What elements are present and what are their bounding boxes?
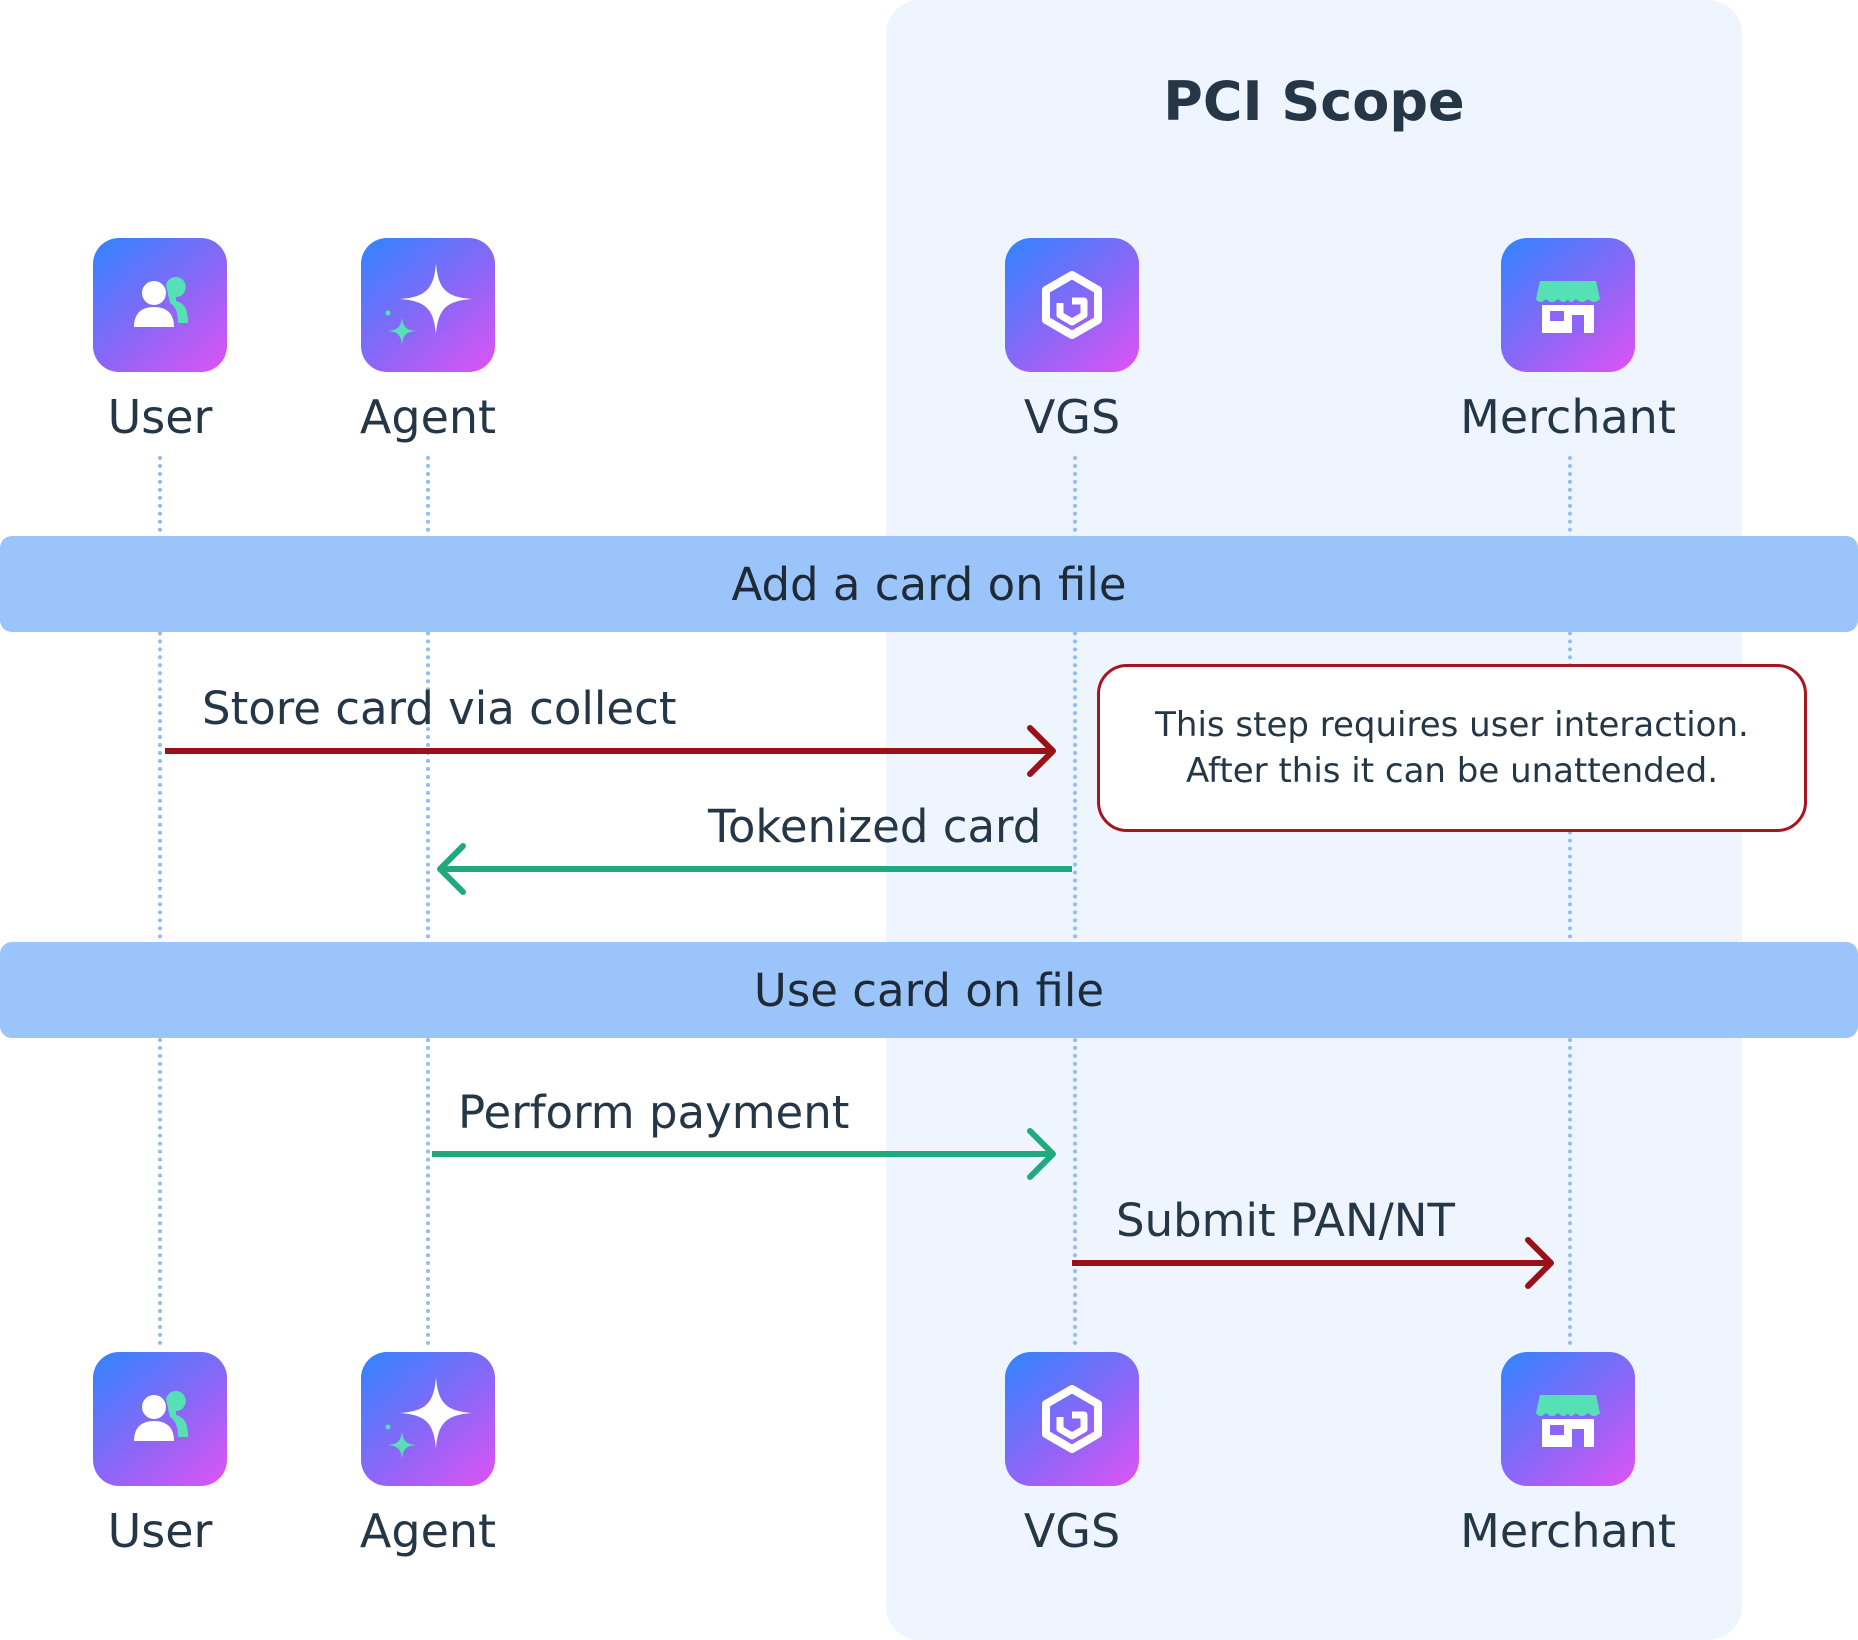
participant-label: Agent <box>359 390 497 444</box>
message-label-store-card: Store card via collect <box>202 682 677 735</box>
message-label-tokenized-card: Tokenized card <box>708 800 1042 853</box>
note-line: After this it can be unattended. <box>1185 751 1719 791</box>
lifeline-agent <box>426 456 430 1346</box>
participant-label: VGS <box>1023 390 1121 444</box>
participant-user-top: User <box>50 238 270 444</box>
participant-agent-bottom: Agent <box>318 1352 538 1558</box>
participant-merchant-bottom: Merchant <box>1458 1352 1678 1558</box>
sparkle-icon <box>361 1352 495 1486</box>
note-line: This step requires user interaction. <box>1155 705 1749 745</box>
participant-label: Merchant <box>1460 1504 1676 1558</box>
vgs-logo-icon <box>1005 1352 1139 1486</box>
vgs-logo-icon <box>1005 238 1139 372</box>
phase-label: Add a card on file <box>731 557 1127 611</box>
storefront-icon <box>1501 238 1635 372</box>
lifeline-vgs <box>1073 456 1077 1346</box>
participant-label: VGS <box>1023 1504 1121 1558</box>
participant-merchant-top: Merchant <box>1458 238 1678 444</box>
user-icon <box>93 1352 227 1486</box>
participant-label: User <box>107 1504 213 1558</box>
participant-label: User <box>107 390 213 444</box>
user-icon <box>93 238 227 372</box>
participant-label: Merchant <box>1460 390 1676 444</box>
sparkle-icon <box>361 238 495 372</box>
message-label-submit-pan: Submit PAN/NT <box>1116 1194 1455 1247</box>
storefront-icon <box>1501 1352 1635 1486</box>
phase-band-add-card: Add a card on file <box>0 536 1858 632</box>
lifeline-merchant <box>1568 456 1572 1346</box>
user-interaction-note: This step requires user interaction. Aft… <box>1097 664 1807 832</box>
message-label-perform-payment: Perform payment <box>458 1086 850 1139</box>
participant-vgs-bottom: VGS <box>962 1352 1182 1558</box>
lifeline-user <box>158 456 162 1346</box>
pci-scope-title: PCI Scope <box>1163 70 1465 133</box>
participant-agent-top: Agent <box>318 238 538 444</box>
participant-user-bottom: User <box>50 1352 270 1558</box>
phase-band-use-card: Use card on file <box>0 942 1858 1038</box>
participant-vgs-top: VGS <box>962 238 1182 444</box>
phase-label: Use card on file <box>753 963 1105 1017</box>
participant-label: Agent <box>359 1504 497 1558</box>
